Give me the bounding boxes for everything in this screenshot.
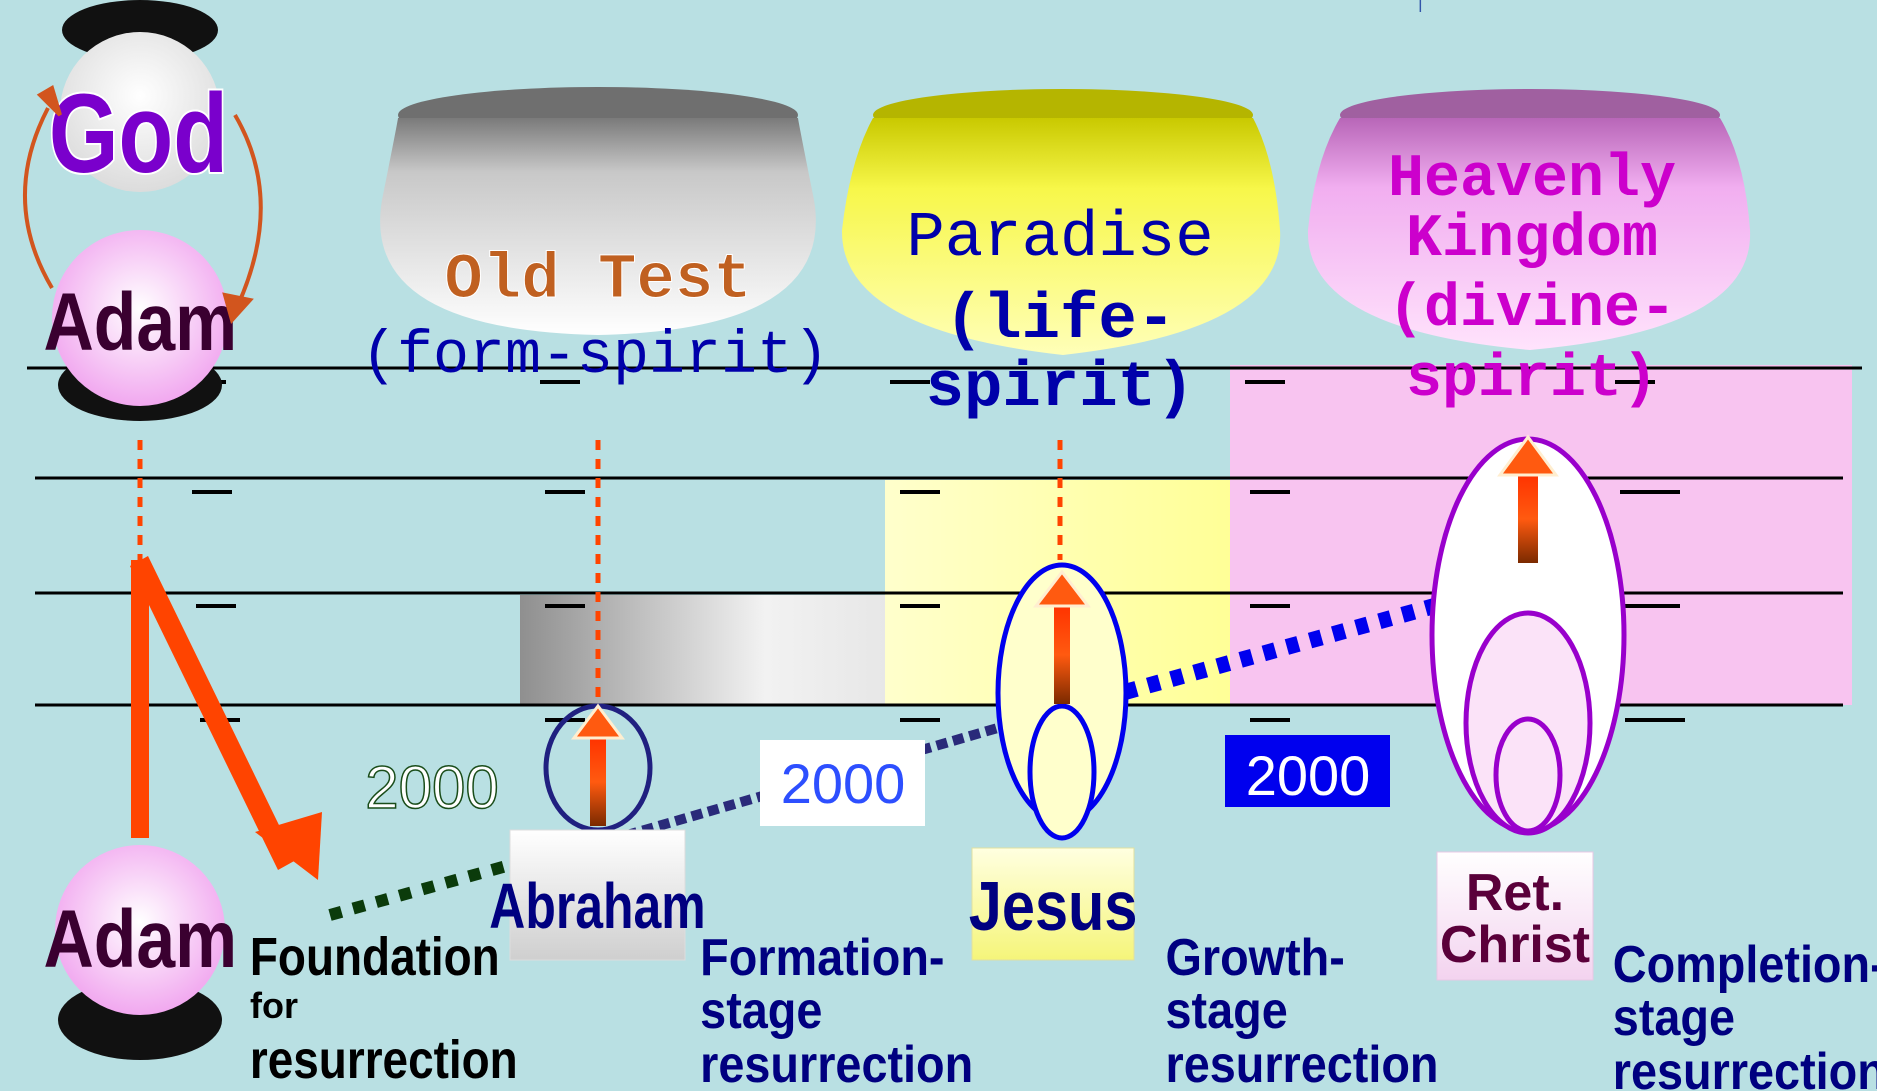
period-label-2-bg xyxy=(760,740,925,826)
jesus-label-box: Jesus xyxy=(969,847,1138,961)
spirit-returning-christ xyxy=(1429,434,1627,836)
ret-christ-label-line1: Ret. xyxy=(1466,864,1564,922)
formation-line2: stage xyxy=(700,982,822,1040)
realm-kingdom-title: Kingdom xyxy=(1406,206,1658,274)
foundation-line2: for xyxy=(250,985,298,1026)
realm-heavenly-title: Heavenly xyxy=(1388,146,1676,214)
realm-paradise-line3: spirit) xyxy=(926,353,1195,425)
ret-christ-label-line2: Christ xyxy=(1440,916,1590,974)
formation-stage-caption: Formation- stage resurrection xyxy=(700,929,973,1091)
god-adam-cycle-arrows xyxy=(22,84,263,325)
realm-old-test-title: Old Test xyxy=(444,245,751,317)
dotted-ascension-lines xyxy=(137,440,1063,705)
period-label-1: 2000 xyxy=(365,754,498,821)
formation-line3: resurrection xyxy=(700,1036,973,1091)
foundation-line3: resurrection xyxy=(250,1030,518,1090)
growth-line2: stage xyxy=(1166,982,1288,1040)
top-mark: | xyxy=(1418,0,1423,12)
realm-old-test-subtitle: (form-spirit) xyxy=(361,323,829,391)
completion-line2: stage xyxy=(1613,989,1735,1047)
realm-paradise-title: Paradise xyxy=(906,203,1213,275)
completion-line1: Completion- xyxy=(1613,936,1877,994)
growth-line3: resurrection xyxy=(1166,1036,1439,1091)
formation-line1: Formation- xyxy=(700,929,944,987)
completion-stage-caption: Completion- stage resurrection xyxy=(1613,936,1877,1091)
jesus-label: Jesus xyxy=(969,866,1138,945)
growth-stage-caption: Growth- stage resurrection xyxy=(1166,929,1439,1091)
realm-paradise: Paradise (life- spirit) xyxy=(841,89,1281,425)
adam-ball-top: Adam xyxy=(43,230,237,421)
period-label-3: 2000 xyxy=(1246,744,1371,807)
adam-bottom-label: Adam xyxy=(43,894,237,986)
period-label-3-bg xyxy=(1225,735,1390,807)
completion-line3: resurrection xyxy=(1613,1043,1877,1091)
realm-heavenly-line2: (divine- xyxy=(1388,276,1676,344)
realm-heavenly-kingdom: Heavenly Kingdom (divine- spirit) xyxy=(1307,89,1751,414)
adam-ball-bottom: Adam xyxy=(43,845,237,1060)
god-ball: God xyxy=(47,0,230,198)
spirit-jesus xyxy=(995,562,1129,841)
period-label-2: 2000 xyxy=(781,752,906,815)
foundation-line1: Foundation xyxy=(250,927,500,987)
adam-top-label: Adam xyxy=(43,277,237,369)
foundation-caption: Foundation for resurrection xyxy=(250,927,518,1090)
abraham-label: Abraham xyxy=(489,871,705,942)
ret-christ-label-box: Ret. Christ xyxy=(1436,851,1594,981)
realm-old-testament: Old Test (form-spirit) xyxy=(361,87,829,391)
adam-fall-arrow xyxy=(130,556,322,880)
abraham-label-box: Abraham xyxy=(489,829,706,961)
spirit-abraham xyxy=(543,703,653,833)
growth-completion-link xyxy=(1122,597,1441,700)
god-label: God xyxy=(49,72,228,197)
realm-paradise-line2: (life- xyxy=(945,285,1175,357)
realm-heavenly-line3: spirit) xyxy=(1406,346,1658,414)
growth-line1: Growth- xyxy=(1166,929,1345,987)
